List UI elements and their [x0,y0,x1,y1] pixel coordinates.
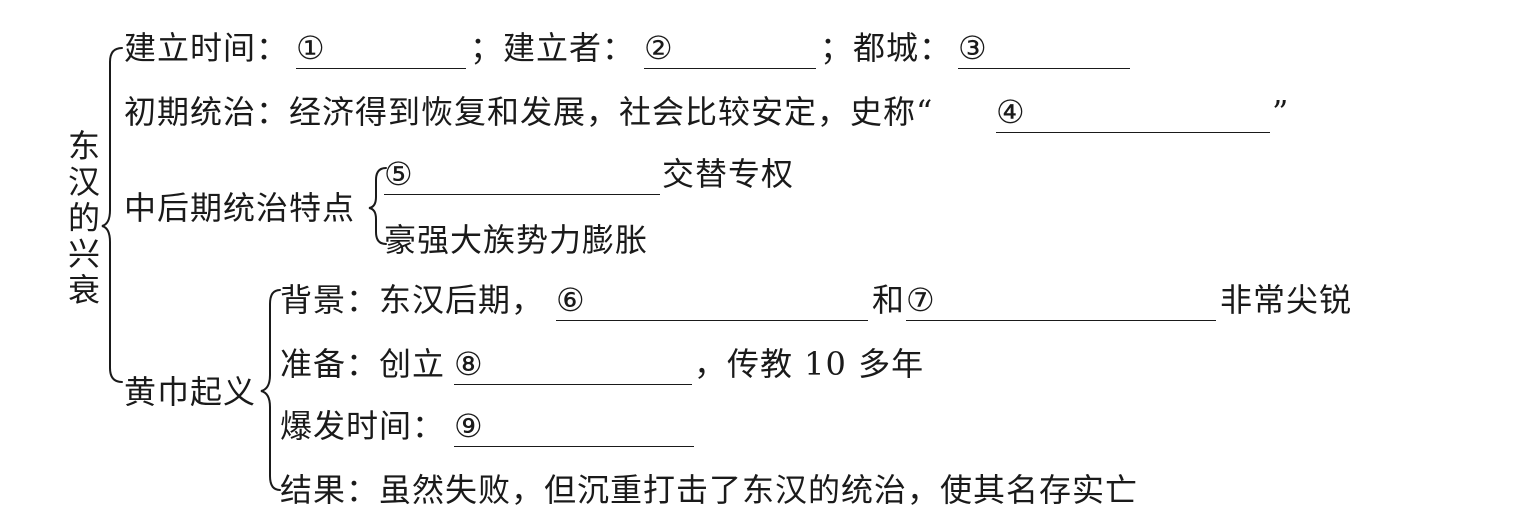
capital-label: ；都城： [820,29,953,67]
blank-9[interactable]: ⑨ [454,406,694,447]
preparation-suffix: ，传教 10 多年 [694,345,925,383]
background-prefix: 背景：东汉后期， [280,281,545,319]
blank-5[interactable]: ⑤ [384,154,660,195]
mid-brace [368,167,387,245]
early-rule-text: 初期统治：经济得到恢复和发展，社会比较安定，史称“ [124,93,934,131]
blank-1[interactable]: ① [296,28,466,69]
root-label: 东汉的兴衰 [67,127,100,309]
blank-8[interactable]: ⑧ [454,344,692,385]
background-suffix: 非常尖锐 [1220,281,1353,319]
preparation-prefix: 准备：创立 [280,345,446,383]
founder-label: ；建立者： [470,29,636,67]
outbreak-time-label: 爆发时间： [280,407,446,445]
alternating-power-text: 交替专权 [662,155,795,193]
root-brace [101,47,123,383]
and-text: 和 [872,281,906,319]
founding-time-label: 建立时间： [124,29,290,67]
yellow-turban-label: 黄巾起义 [124,373,257,411]
blank-4[interactable]: ④ [996,92,1270,133]
blank-6[interactable]: ⑥ [556,280,868,321]
quote-close: ” [1272,93,1290,131]
uprising-brace [260,289,281,491]
mid-late-rule-label: 中后期统治特点 [124,189,356,227]
blank-7[interactable]: ⑦ [906,280,1216,321]
blank-2[interactable]: ② [644,28,816,69]
blank-3[interactable]: ③ [958,28,1130,69]
result-text: 结果：虽然失败，但沉重打击了东汉的统治，使其名存实亡 [280,471,1139,509]
powerful-clans-text: 豪强大族势力膨胀 [384,221,649,259]
